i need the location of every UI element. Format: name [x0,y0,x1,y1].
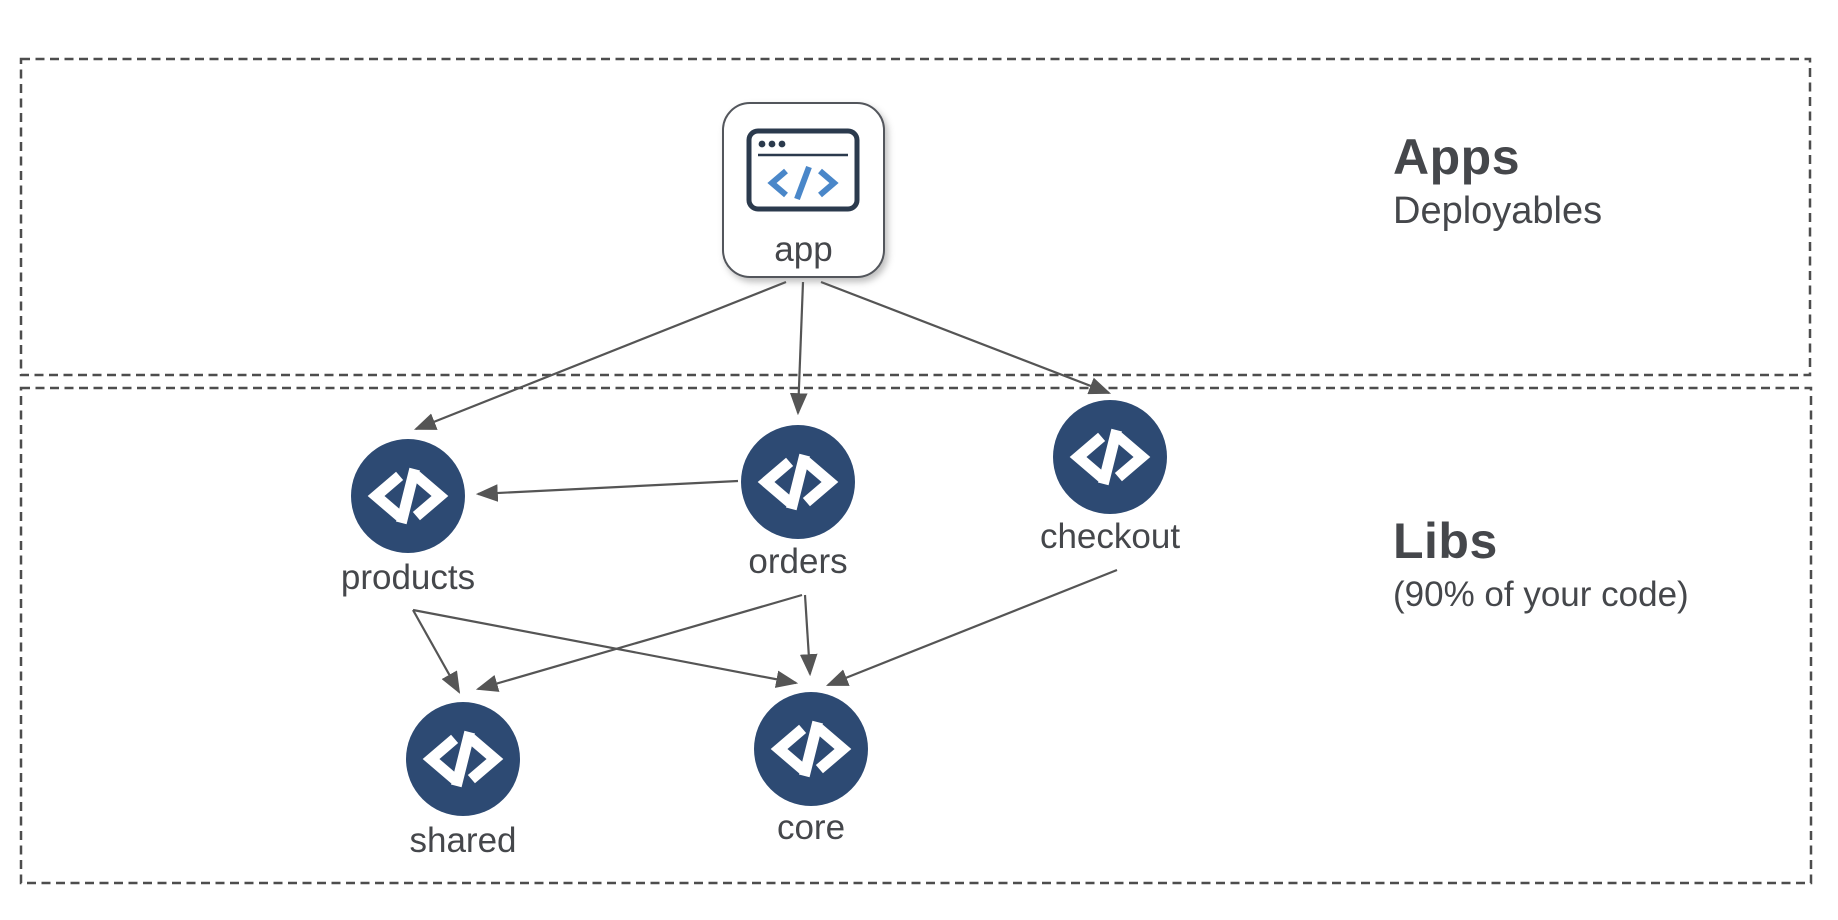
edge-orders-to-products [475,479,739,502]
node-core [754,692,868,806]
edge-app-to-orders [789,281,808,416]
node-products-label: products [340,558,476,597]
node-app: app [722,102,885,278]
libs-section-subtitle: (90% of your code) [1393,575,1689,614]
edge-app-to-checkout [820,280,1112,395]
apps-section-title: Apps [1393,129,1520,185]
node-core-label: core [776,808,846,847]
node-products [351,439,465,553]
node-orders [741,425,855,539]
edge-orders-to-core [799,594,818,677]
code-icon [367,467,449,525]
libs-section-label: Libs (90% of your code) [1393,512,1689,618]
edge-orders-to-shared [475,593,803,692]
node-checkout [1053,400,1167,514]
edge-app-to-products [413,280,787,431]
edge-products-to-core [412,608,799,688]
edge-products-to-shared [412,609,461,694]
edge-checkout-to-core [825,568,1118,687]
node-app-label: app [774,230,833,269]
code-icon [1069,428,1151,486]
node-orders-label: orders [748,542,848,581]
node-shared-label: shared [409,821,517,860]
browser-code-icon [746,128,860,212]
apps-section-subtitle: Deployables [1393,190,1603,232]
node-checkout-label: checkout [1039,517,1181,556]
code-icon [770,720,852,778]
apps-section-border [19,57,1812,377]
libs-section-border [19,386,1813,885]
code-icon [422,730,504,788]
apps-section-label: Apps Deployables [1393,128,1602,234]
libs-section-title: Libs [1393,513,1498,569]
code-icon [757,453,839,511]
node-shared [406,702,520,816]
